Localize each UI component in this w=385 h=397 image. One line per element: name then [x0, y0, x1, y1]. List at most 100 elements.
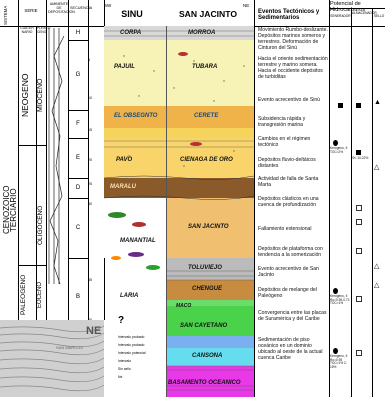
generador-black-square	[338, 103, 343, 108]
fmt-tubara: TUBARA	[192, 64, 218, 70]
age-tick-10: 10	[88, 96, 92, 100]
header-generador: GENERADOR	[330, 14, 351, 18]
lens-green-1	[108, 212, 126, 218]
band-cansona	[166, 348, 254, 366]
almacenador-square-7	[356, 350, 362, 356]
col-line-1	[18, 0, 19, 397]
fmt-pajuil: PAJUIL	[114, 64, 135, 70]
legend-item-3: Intervalo potencial	[118, 351, 146, 355]
event-8: Depósitos clásticos en una cuenca de pro…	[258, 196, 319, 208]
environment-curve	[48, 28, 65, 285]
era-paleogeno: PALEOGENO	[20, 274, 27, 315]
band-maco	[166, 300, 254, 306]
series-div-2	[18, 265, 46, 266]
legend-panel	[104, 320, 166, 397]
age-tick-20: 20	[88, 158, 92, 162]
band-sancayetano	[166, 306, 254, 336]
lens-green-2	[146, 265, 160, 270]
header-eventos: Eventos Tectónicos y Sedimentarios	[258, 9, 320, 21]
fmt-sancayetano: SAN CAYETANO	[180, 323, 228, 329]
almacenador-square-4	[356, 219, 362, 225]
pot-col-3	[372, 9, 373, 397]
pleistoceno-label: PLEISTO CENO	[37, 26, 51, 34]
era-mioceno: MIOCENO	[37, 78, 44, 112]
header-secuencia: SECUENCIA	[70, 6, 93, 10]
seismic-panel	[0, 320, 105, 397]
fmt-maralu: MARALU	[110, 184, 136, 190]
era-terciario: TERCIARIO	[9, 188, 18, 232]
generador-dot-3	[333, 348, 338, 354]
fmt-laria: LARIA	[120, 293, 139, 299]
col-line-5	[88, 0, 89, 397]
fmt-basamento: BASAMENTO OCEANICO	[168, 380, 241, 386]
sequence-G: G	[68, 40, 88, 111]
fmt-cerete: CERETE	[194, 113, 219, 119]
header-ne: NE	[243, 3, 250, 8]
age-tick-15: 15	[88, 128, 92, 132]
fmt-corpa: CORPA	[120, 30, 142, 36]
age-tick-25: 25	[88, 182, 92, 186]
header-almacenador: ALMACENADOR	[352, 11, 377, 15]
legend-list: Intervalo probado Intervalo probado Inte…	[118, 333, 146, 381]
almacenador-square-3	[356, 205, 362, 211]
potencial-divider-v	[329, 0, 330, 397]
sequence-E: E	[68, 138, 88, 179]
almacenador-black-square	[356, 103, 361, 108]
legend-item-5: Sin sello	[118, 367, 131, 371]
fmt-sanjacinto: SAN JACINTO	[188, 224, 229, 230]
band-a1	[166, 336, 254, 348]
event-7: Actividad de falla de Santa Marta	[258, 176, 319, 188]
sinu-sj-divider	[166, 26, 167, 397]
sequence-D: D	[68, 178, 88, 199]
event-3: Evento acrecentivo de Sinú	[258, 97, 321, 103]
band-toluviejo	[166, 258, 254, 280]
generador-dot-1	[333, 140, 338, 146]
sello-triangle-3: △	[374, 263, 380, 270]
band-pajuil	[104, 40, 254, 106]
era-eoceno: EOCENO	[37, 282, 43, 309]
event-9: Fallamiento extensional	[258, 226, 312, 232]
sequence-F: F	[68, 110, 88, 139]
cuaternario-label: CUATER NARIO	[20, 26, 34, 34]
header-ambiente: AMBIENTE DE DEPOSITACION	[48, 2, 75, 15]
lens-purple-1	[128, 252, 144, 257]
event-12: Depósitos de melange del Paleógeno	[258, 287, 317, 299]
band-chengue	[166, 280, 254, 300]
fmt-pavo: PAVO	[116, 157, 133, 163]
age-tick-5: 5	[88, 58, 90, 62]
sello-triangle-2: △	[374, 164, 380, 171]
event-11: Evento acrecentivo de San Jacinto	[258, 266, 319, 278]
lens-red-1	[132, 222, 146, 227]
overlay-ne: NE	[86, 325, 102, 337]
event-1: Movimiento Rumbo-deslizante. Depósitos m…	[258, 27, 328, 51]
header-serie: SERIE	[24, 8, 38, 13]
header-sello: SELLO	[374, 14, 385, 18]
age-tick-30: 30	[88, 202, 92, 206]
sello-triangle-4: △	[374, 282, 380, 289]
legend-item-1: Intervalo probado	[118, 335, 145, 339]
hatching	[104, 30, 254, 391]
fmt-maco: MACO	[176, 303, 192, 309]
header-potencial: Potencial de Hidrocarburos	[330, 1, 366, 13]
band-obsegnto	[104, 106, 254, 128]
pot-note-cienaga: Kerógeno, II TOC=2%	[330, 146, 348, 154]
sequence-H: H	[68, 26, 88, 41]
event-13: Convergencia entre las placas de Suramér…	[258, 310, 327, 322]
overlay-question: ?	[118, 315, 125, 326]
band-sanjacinto	[166, 198, 254, 258]
series-div-1	[18, 145, 46, 146]
fmt-chengue: CHENGUE	[192, 286, 223, 292]
fmt-obsegnto: EL OBSEGNTO	[114, 113, 158, 119]
header-sinu: SINU	[121, 9, 143, 19]
age-tick-35: 35	[88, 278, 92, 282]
event-4: Subsidencia rápida y transgresión marina	[258, 116, 306, 128]
legend-item-4: Intervalo	[118, 359, 132, 363]
pot-note-chengue: Kerógeno, II Ro=0.95-0.73 TOC=1%	[330, 294, 350, 306]
lens-red-2	[178, 52, 188, 56]
potencial-divider	[330, 8, 385, 9]
sequence-C: C	[68, 198, 88, 259]
era-neogeno: NEOGENO	[20, 73, 30, 117]
legend-item-2: Intervalo probado	[118, 343, 145, 347]
pot-note-alm: Φ= 10-22%	[352, 156, 369, 160]
